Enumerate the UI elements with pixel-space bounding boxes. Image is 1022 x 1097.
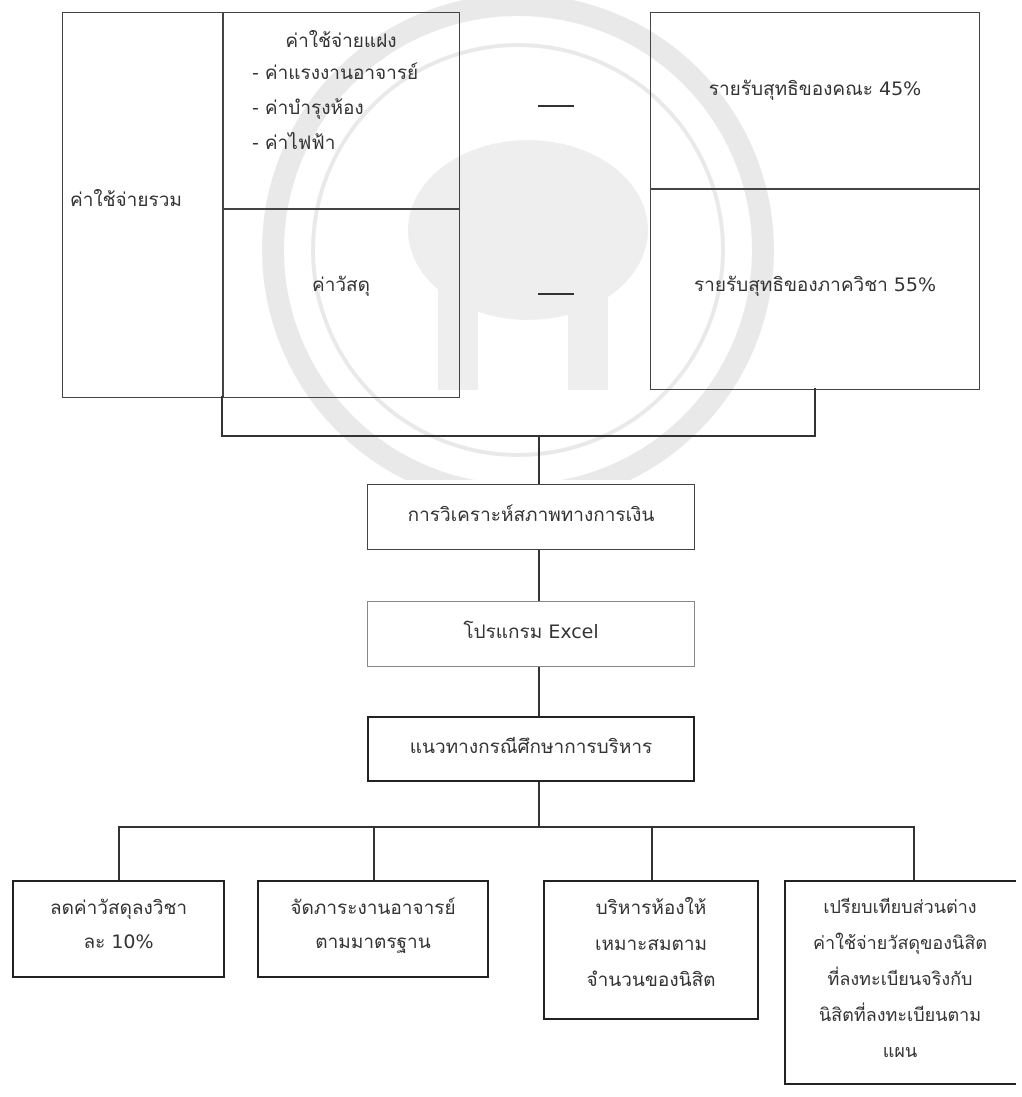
total-cost-label: ค่าใช้จ่ายรวม	[70, 189, 182, 211]
connector-to-program	[538, 550, 540, 602]
analysis-label: การวิเคราะห์สภาพทางการเงิน	[407, 504, 655, 526]
outcome-1-line-2: ละ 10%	[83, 931, 154, 953]
guideline-label: แนวทางกรณีศึกษาการบริหาร	[409, 736, 653, 758]
university-seal-watermark	[262, 0, 774, 480]
branch-drop-2	[373, 826, 375, 881]
dash-connector-lower	[538, 293, 574, 295]
program-label: โปรแกรม Excel	[463, 621, 599, 643]
outcome-4-line-4: นิสิตที่ลงทะเบียนตาม	[818, 1005, 982, 1026]
program-box	[367, 601, 695, 667]
variable-cost-box	[222, 12, 460, 210]
connector-to-branches	[538, 782, 540, 827]
outcome-box-1	[12, 880, 225, 978]
outcome-box-4	[784, 880, 1016, 1085]
branch-drop-3	[651, 826, 653, 881]
analysis-box	[367, 484, 695, 550]
branch-drop-4	[913, 826, 915, 881]
outcome-4-line-5: แผน	[882, 1041, 918, 1062]
branch-horizontal	[118, 826, 914, 828]
dept-income-label: รายรับสุทธิของภาควิชา 55%	[693, 274, 937, 296]
outcome-1-line-1: ลดค่าวัสดุลงวิชา	[49, 897, 188, 919]
total-cost-box	[62, 12, 224, 398]
variable-cost-title: ค่าใช้จ่ายแฝง	[285, 30, 397, 52]
outcome-3-line-1: บริหารห้องให้	[595, 897, 707, 919]
faculty-income-label: รายรับสุทธิของคณะ 45%	[708, 78, 922, 100]
outcome-box-2	[257, 880, 489, 978]
bracket-right-vertical	[814, 388, 816, 436]
outcome-3-line-2: เหมาะสมตาม	[594, 933, 708, 955]
variable-cost-item-1: - ค่าแรงงานอาจารย์	[252, 62, 419, 84]
bracket-left-vertical	[221, 396, 223, 436]
outcome-4-line-2: ค่าใช้จ่ายวัสดุของนิสิต	[812, 933, 988, 954]
material-cost-box	[222, 208, 460, 398]
dash-connector-upper	[538, 105, 574, 107]
faculty-income-box	[650, 12, 980, 190]
bracket-horizontal	[221, 435, 816, 437]
guideline-box	[367, 716, 695, 782]
outcome-box-3	[543, 880, 759, 1020]
outcome-2-line-2: ตามมาตรฐาน	[315, 931, 431, 953]
variable-cost-item-3: - ค่าไฟฟ้า	[252, 132, 336, 154]
variable-cost-item-2: - ค่าบำรุงห้อง	[252, 97, 364, 119]
outcome-3-line-3: จำนวนของนิสิต	[586, 969, 716, 991]
connector-to-guideline	[538, 667, 540, 717]
material-cost-label: ค่าวัสดุ	[312, 274, 370, 296]
outcome-4-line-3: ที่ลงทะเบียนจริงกับ	[827, 969, 973, 990]
branch-drop-1	[118, 826, 120, 881]
outcome-4-line-1: เปรียบเทียบส่วนต่าง	[823, 897, 977, 918]
outcome-2-line-1: จัดภาระงานอาจารย์	[290, 897, 456, 919]
connector-to-analysis	[538, 435, 540, 485]
